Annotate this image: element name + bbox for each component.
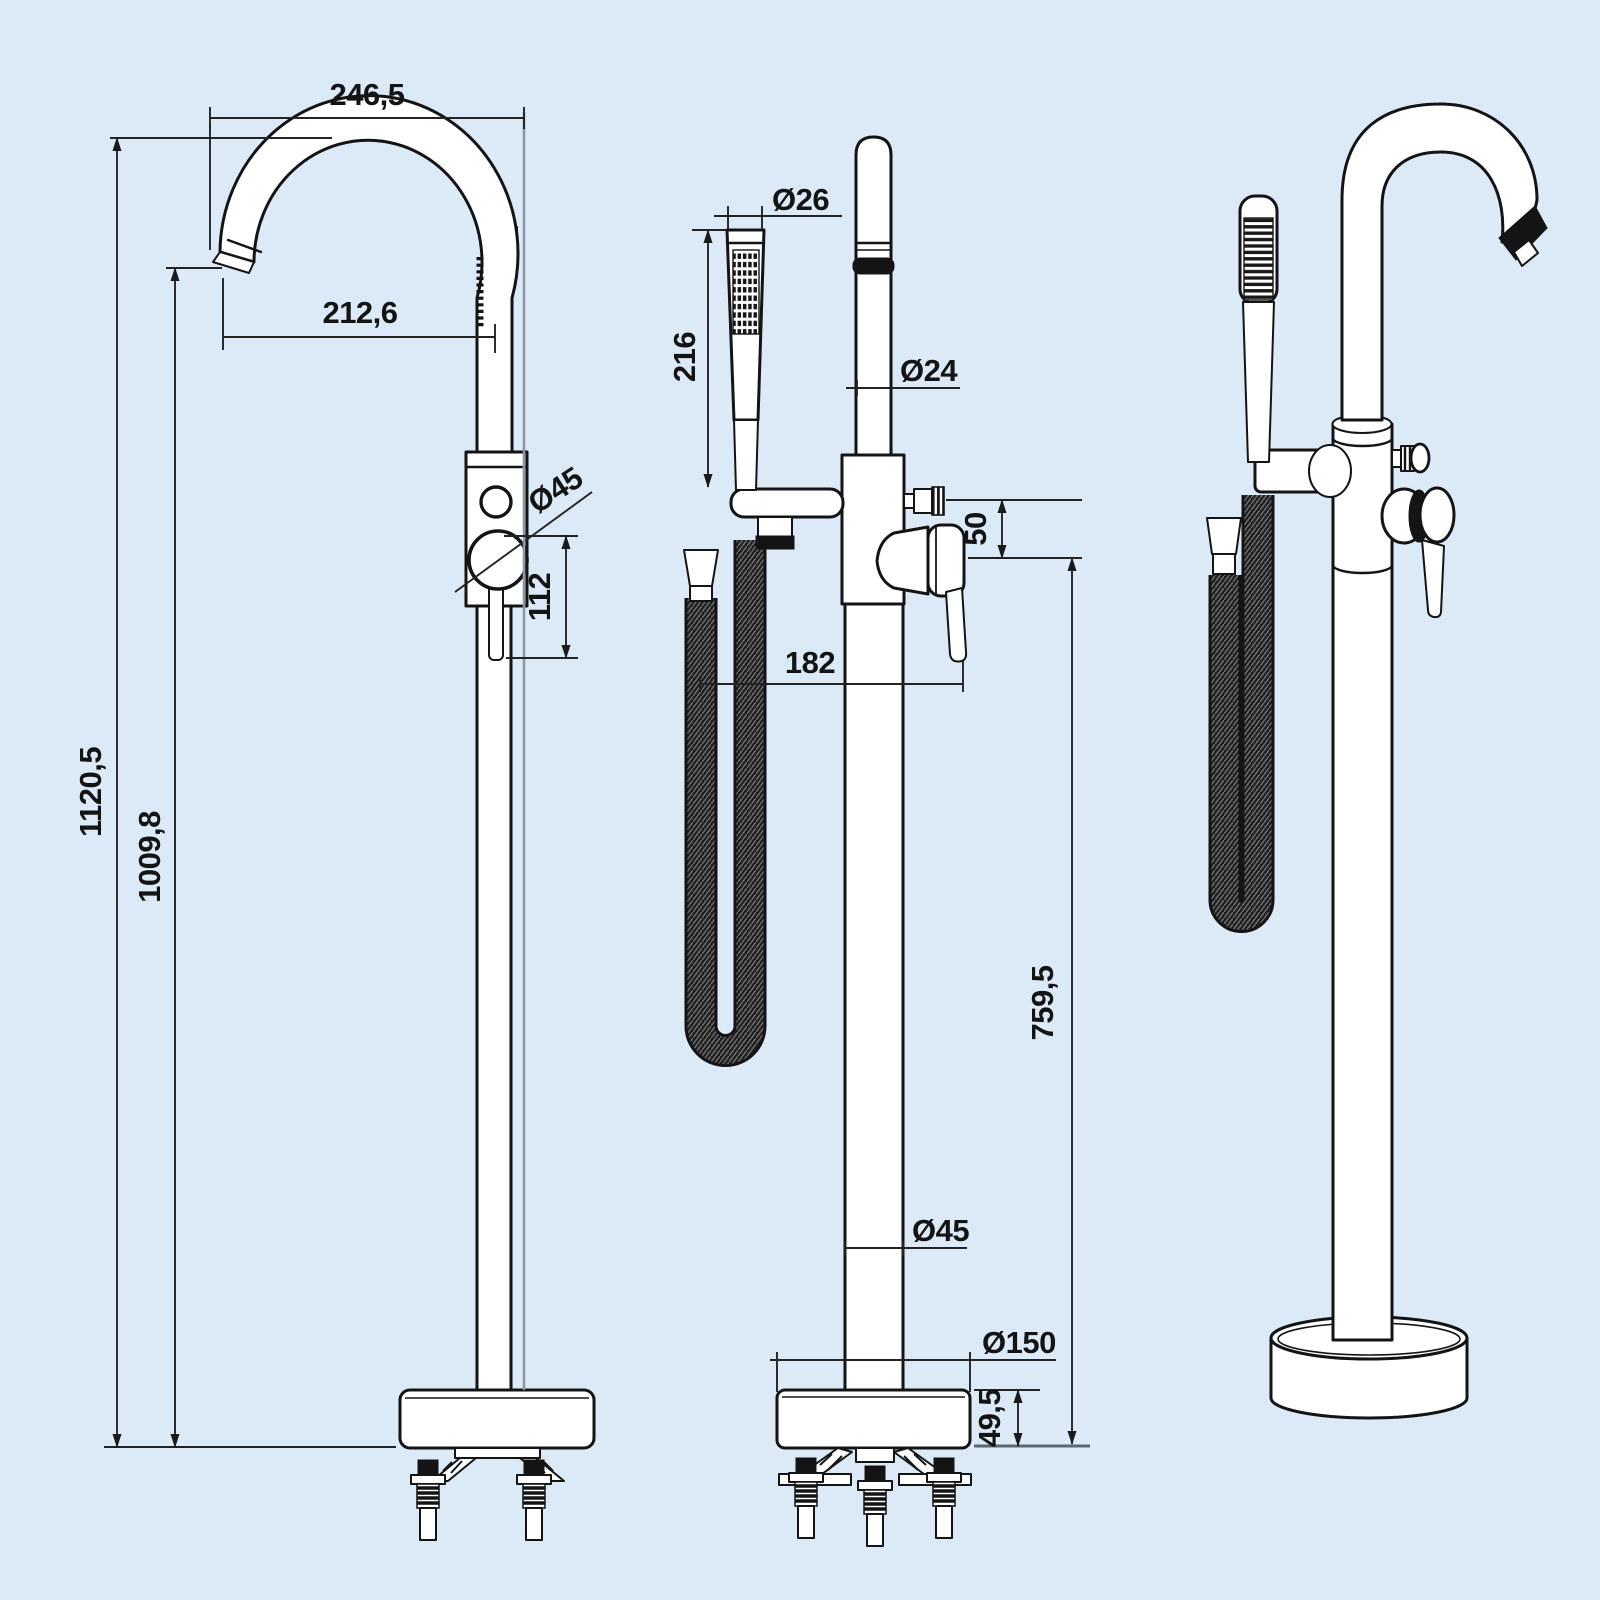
dim-overall-height: 1120,5 xyxy=(73,137,396,1448)
spout-tip-3d xyxy=(1498,205,1548,261)
spout-outlet-front xyxy=(852,257,895,275)
spout-tip-step-3d xyxy=(1513,239,1539,267)
handset-front xyxy=(725,228,766,491)
holder-cup xyxy=(757,516,793,538)
dim-label: 50 xyxy=(958,512,993,545)
lever-handle-3d xyxy=(1421,539,1445,619)
dim-label: Ø26 xyxy=(772,182,829,217)
dim-label: 216 xyxy=(667,332,702,382)
dim-label: 759,5 xyxy=(1025,965,1060,1040)
holder-arm-boss xyxy=(1308,444,1352,498)
dim-label: Ø45 xyxy=(912,1213,969,1248)
gooseneck-3d xyxy=(1340,102,1539,422)
side-view: 246,5 212,6 1120,5 1009,8 Ø45 112 xyxy=(73,77,596,1542)
front-base-plate xyxy=(775,1388,972,1450)
dim-diverter-drop: 50 xyxy=(946,499,1082,559)
dim-label: 182 xyxy=(785,645,835,680)
spout-nozzle-band xyxy=(226,238,263,254)
front-column xyxy=(843,602,905,1392)
column-3d xyxy=(1331,422,1394,1342)
lever-handle-front xyxy=(945,587,968,663)
shower-hose xyxy=(683,540,767,1067)
dim-handset-length: 216 xyxy=(667,229,726,488)
mixer-lever-front xyxy=(875,523,968,663)
dim-base-diameter: Ø150 xyxy=(770,1325,1056,1392)
hose-fitting-3d xyxy=(1206,517,1242,555)
hose-fitting-nut-3d xyxy=(1212,553,1236,575)
dim-handle-rosette-diameter: Ø45 xyxy=(522,460,589,521)
hose-fitting xyxy=(683,549,719,587)
column-seam-3d xyxy=(1331,563,1394,575)
dim-label: Ø150 xyxy=(982,1325,1056,1360)
dim-handset-diameter: Ø26 xyxy=(714,182,842,230)
fixing-braces xyxy=(805,1447,941,1478)
dim-spout-tube-diameter: Ø24 xyxy=(846,353,960,396)
dim-label: 1009,8 xyxy=(132,811,167,903)
dim-handle-drop: 112 xyxy=(504,535,578,659)
front-riser-tube xyxy=(854,135,893,458)
fixing-bolt xyxy=(409,1458,447,1542)
dim-label: 112 xyxy=(522,573,557,622)
perspective-view xyxy=(1206,102,1548,1420)
dim-spout-reach-to-outlet: 212,6 xyxy=(222,278,496,353)
handset-holder-arm xyxy=(729,487,845,519)
dim-label: 246,5 xyxy=(329,77,404,112)
dim-label: 49,5 xyxy=(972,1389,1007,1448)
front-view: Ø26 216 Ø24 50 182 759,5 xyxy=(667,135,1090,1548)
spout-nozzle-tip xyxy=(212,251,255,274)
handset-3d xyxy=(1238,194,1279,463)
diverter-knob-front xyxy=(903,486,945,516)
diverter-knob-3d xyxy=(1391,442,1431,474)
side-lever-handle xyxy=(488,584,504,661)
valve-collar-seam xyxy=(1331,436,1394,448)
holder-cup-nut xyxy=(755,535,795,550)
dim-label: Ø24 xyxy=(900,353,958,388)
dim-base-height: 49,5 xyxy=(972,1389,1090,1448)
handset-handle xyxy=(733,419,759,491)
dim-outlet-centre-height: 759,5 xyxy=(1025,557,1077,1445)
dim-label: 1120,5 xyxy=(73,747,108,837)
gooseneck-spout xyxy=(218,94,520,457)
dim-label: Ø45 xyxy=(522,460,589,521)
dim-lever-reach: 182 xyxy=(699,645,964,692)
dim-label: 212,6 xyxy=(322,295,397,330)
dim-spout-reach-overall: 246,5 xyxy=(209,77,526,1390)
fixing-collar xyxy=(855,1447,895,1463)
handset-ribs-3d xyxy=(1243,217,1274,301)
diverter-button xyxy=(479,485,513,519)
dim-column-diameter: Ø45 xyxy=(844,1213,970,1256)
shower-hose-3d xyxy=(1206,495,1275,933)
dim-outlet-height: 1009,8 xyxy=(132,267,222,1448)
handset-handle-3d xyxy=(1242,301,1275,463)
fixing-plate xyxy=(454,1447,541,1459)
hose-fitting-nut xyxy=(689,585,713,602)
fixing-bolt xyxy=(856,1464,894,1548)
side-column xyxy=(475,604,513,1392)
mixer-lever-3d xyxy=(1380,486,1456,619)
handset-spray-face xyxy=(732,249,760,335)
